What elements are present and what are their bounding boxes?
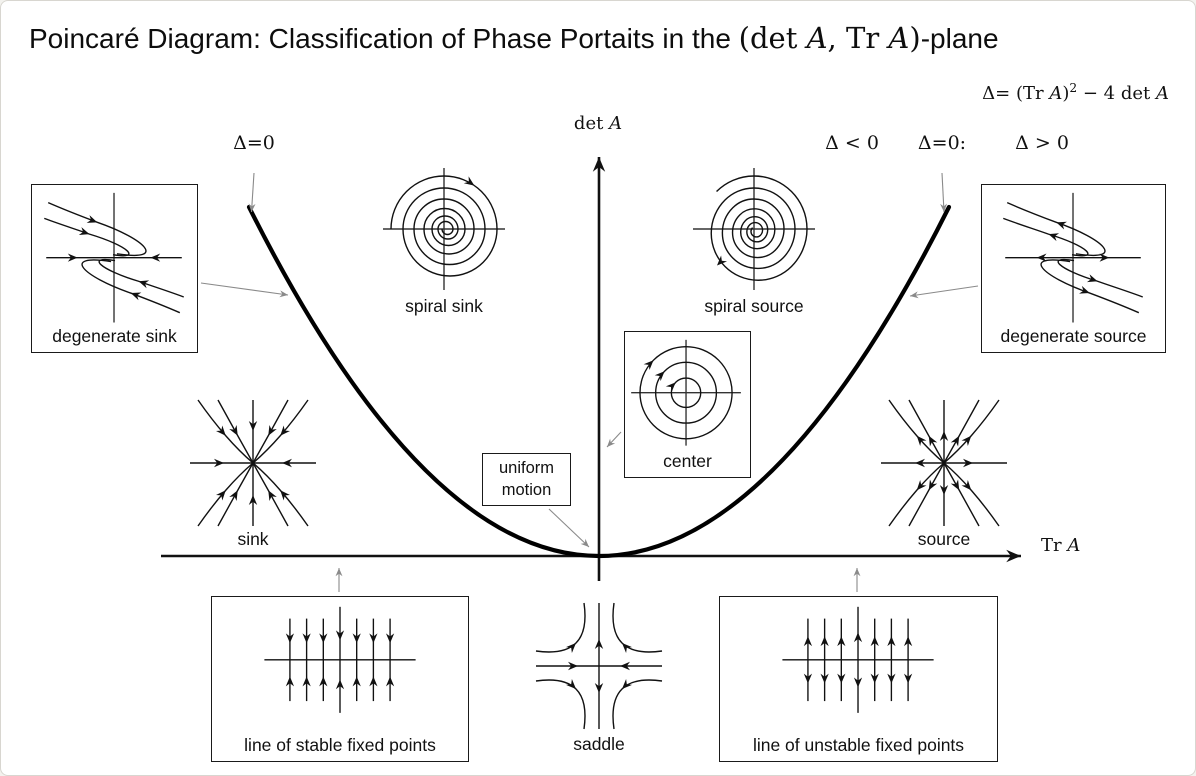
spiral-source-label: spiral source [704, 296, 804, 316]
pointer-arrow-center [606, 431, 622, 448]
spiral-sink-portrait [383, 168, 505, 290]
delta-zero-left-label: Δ=0 [233, 132, 275, 154]
stable-fixed-points-portrait [264, 606, 416, 713]
center-label: center [663, 451, 712, 471]
pointer-arrow-delta-zero-right [940, 172, 948, 213]
uniform-motion-box: uniform motion [482, 453, 571, 506]
det-axis-label: det A [573, 113, 623, 134]
center-portrait [631, 339, 741, 446]
tr-axis-label: Tr A [1041, 535, 1081, 556]
spiral-source-flow-arrow [717, 255, 728, 266]
source-portrait [881, 399, 1007, 527]
sink-portrait [190, 399, 316, 527]
spiral-sink-flow-arrow [463, 176, 475, 186]
spiral-sink-label: spiral sink [405, 296, 483, 316]
unstable-fixed-points-box: line of unstable fixed points [719, 596, 998, 762]
pointer-arrow-delta-zero-left [248, 172, 256, 213]
degenerate-source-box: degenerate source [981, 184, 1166, 353]
stable-fixed-points-box: line of stable fixed points [211, 596, 469, 762]
discriminant-formula: Δ= (Tr A)2 − 4 det A [982, 81, 1169, 104]
degenerate-source-portrait [1003, 192, 1143, 323]
source-label: source [917, 529, 971, 549]
saddle-label: saddle [573, 734, 625, 754]
delta-negative-label: Δ < 0 [825, 132, 879, 154]
stable-fixed-points-label: line of stable fixed points [244, 735, 436, 755]
degenerate-source-label: degenerate source [1000, 326, 1147, 346]
sink-label: sink [237, 529, 269, 549]
saddle-portrait [535, 602, 663, 730]
delta-zero-right-label: Δ=0: [917, 132, 967, 154]
degenerate-sink-label: degenerate sink [52, 326, 177, 346]
uniform-motion-label: uniform motion [498, 459, 555, 499]
title-text: Poincaré Diagram: Classification of Phas… [29, 23, 739, 54]
title-math: (det [738, 21, 807, 55]
unstable-fixed-points-label: line of unstable fixed points [752, 735, 965, 755]
pointer-arrow-uniform-motion [548, 508, 590, 548]
degenerate-sink-portrait [44, 192, 184, 323]
degenerate-sink-box: degenerate sink [31, 184, 198, 353]
delta-positive-label: Δ > 0 [1015, 132, 1069, 154]
pointer-arrow-degenerate-sink [200, 282, 289, 298]
unstable-fixed-points-portrait [782, 606, 934, 713]
page-title: Poincaré Diagram: Classification of Phas… [29, 21, 999, 55]
spiral-source-portrait [693, 168, 815, 290]
center-box: center [624, 331, 751, 478]
discriminant-parabola [246, 204, 952, 559]
pointer-arrow-degenerate-source [909, 285, 979, 299]
